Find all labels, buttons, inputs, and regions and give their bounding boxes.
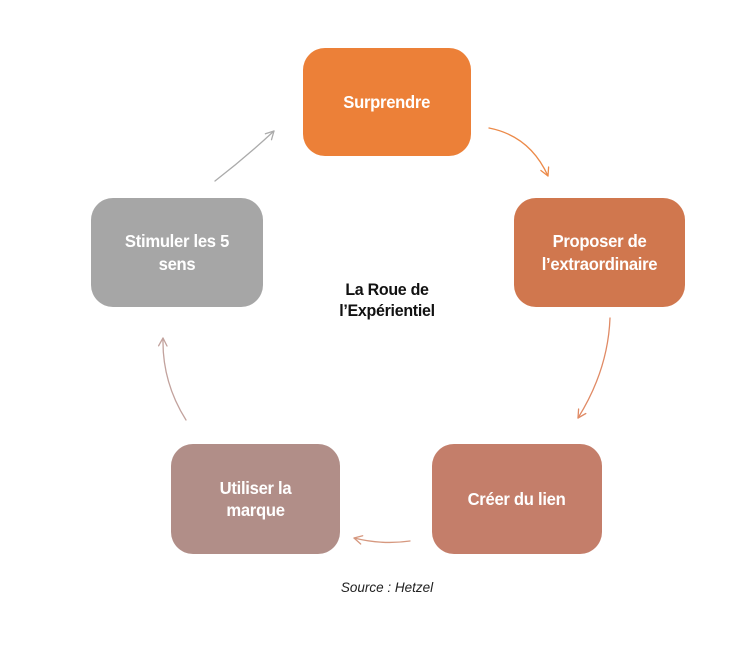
diagram-title-line1: La Roue de <box>345 281 429 299</box>
arrow-stimuler-to-surprendre-icon <box>214 130 275 182</box>
node-stimuler-les-5-sens: Stimuler les 5 sens <box>91 198 263 307</box>
node-stimuler-les-5-sens-label: Stimuler les 5 sens <box>124 231 230 274</box>
source-note: Source : Hetzel <box>340 580 434 595</box>
node-proposer-extraordinaire-label: Proposer de l’extraordinaire <box>541 231 658 274</box>
arrow-creer-to-utiliser-icon <box>353 535 411 545</box>
arrow-surprendre-to-proposer-icon <box>488 127 550 177</box>
node-proposer-extraordinaire: Proposer de l’extraordinaire <box>514 198 685 307</box>
node-surprendre-label: Surprendre <box>343 91 431 112</box>
node-creer-du-lien-label: Créer du lien <box>468 488 566 509</box>
node-surprendre: Surprendre <box>303 48 471 156</box>
diagram-title-line2: l’Expérientiel <box>339 302 435 320</box>
node-utiliser-la-marque-label: Utiliser la marque <box>219 477 292 520</box>
arrow-utiliser-to-stimuler-icon <box>157 337 187 421</box>
node-utiliser-la-marque: Utiliser la marque <box>171 444 340 554</box>
node-creer-du-lien: Créer du lien <box>432 444 602 554</box>
arrow-proposer-to-creer-icon <box>577 317 611 419</box>
diagram-title: La Roue de l’Expérientiel <box>290 280 484 322</box>
